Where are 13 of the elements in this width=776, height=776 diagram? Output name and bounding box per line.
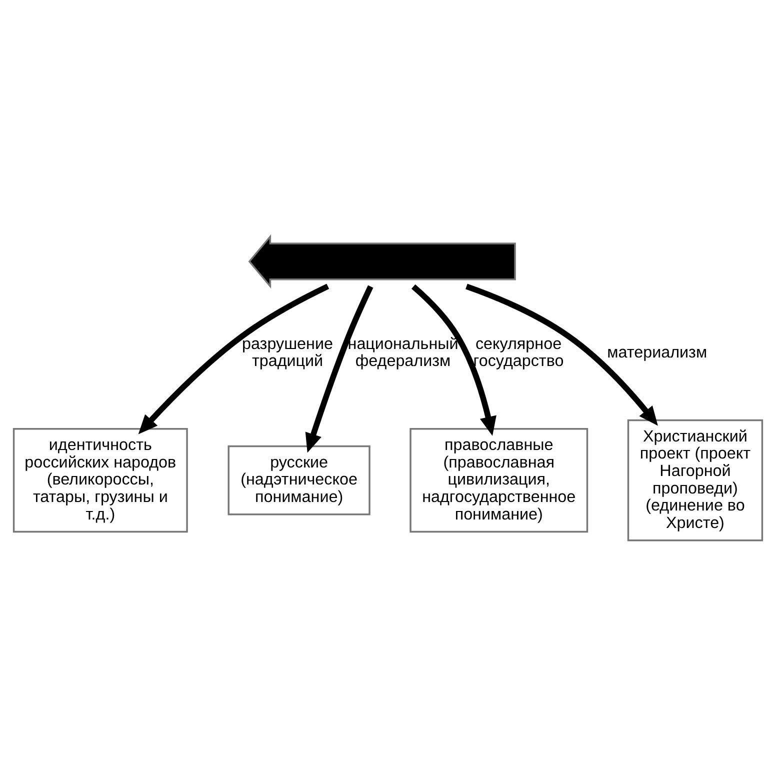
arrow [411,284,496,436]
arrow [466,283,658,426]
arrow [138,283,330,434]
edge-label: разрушение традиций [242,334,333,370]
node-box: идентичность российских народов (великороссы, татары, грузины и т.д.) [12,428,188,532]
node-arrow [248,234,516,288]
node-box: Христианский проект (проект Нагорной проповеди) (единение во Христе) [627,418,764,541]
edge-label: национальный федерализм [348,334,458,370]
edge-label: материализм [607,343,708,362]
arrow [305,284,374,452]
edge-label: секулярное государство [473,334,564,370]
node-box: русские (надэтническое понимание) [228,444,370,515]
node-box: православные (православная цивилизация, надгосударственное понимание) [410,428,588,532]
